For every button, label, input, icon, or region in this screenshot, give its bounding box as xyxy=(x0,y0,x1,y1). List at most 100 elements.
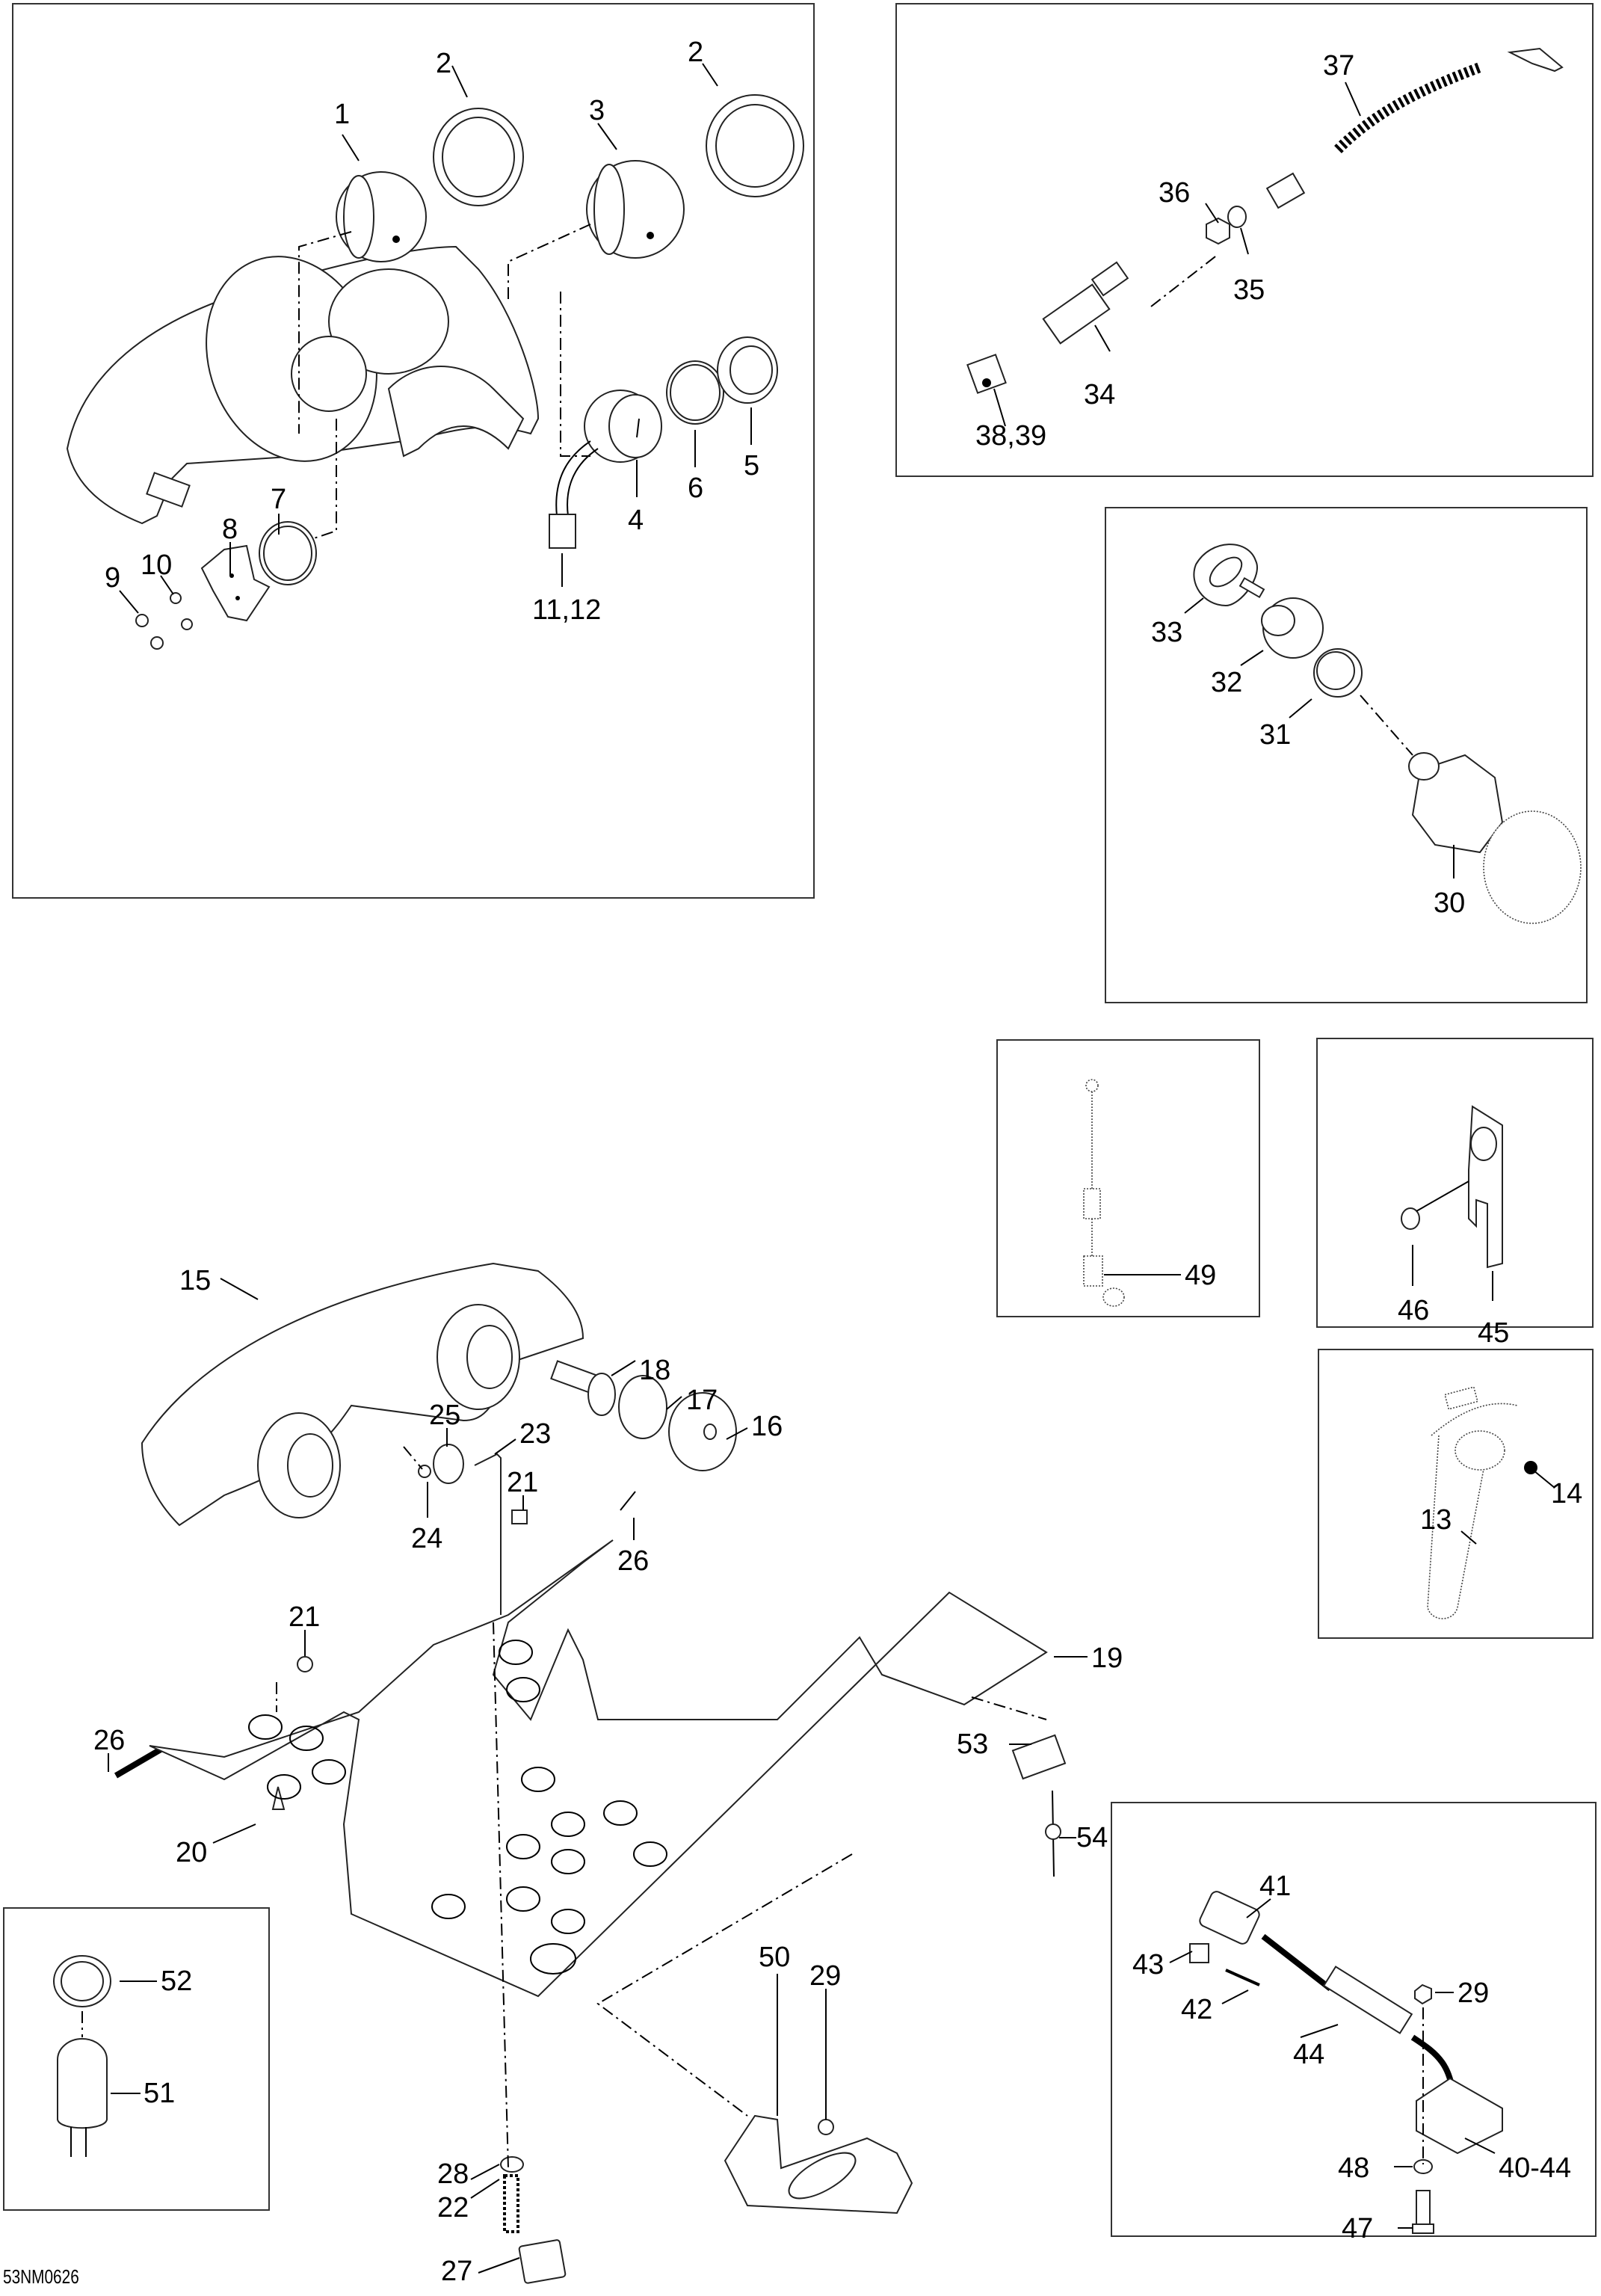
callout-2b: 2 xyxy=(688,37,703,68)
callout-16: 16 xyxy=(751,1411,783,1442)
bolt-21a xyxy=(511,1509,528,1524)
fuel-sender-13 xyxy=(1427,1386,1518,1619)
callout-36: 36 xyxy=(1159,177,1190,209)
callout-27: 27 xyxy=(441,2256,472,2287)
callout-2a: 2 xyxy=(436,48,451,79)
panel-accessory-socket xyxy=(3,1907,270,2211)
panel-sensor-rod xyxy=(996,1039,1260,1317)
callout-35: 35 xyxy=(1233,274,1265,306)
callout-14: 14 xyxy=(1551,1478,1582,1509)
panel-regulator-harness xyxy=(1111,1802,1597,2237)
callout-54: 54 xyxy=(1076,1822,1108,1853)
harness-44 xyxy=(1261,1933,1457,2109)
callout-18: 18 xyxy=(639,1355,670,1386)
callout-20: 20 xyxy=(176,1837,207,1868)
callout-48: 48 xyxy=(1338,2152,1369,2184)
socket-cap-52 xyxy=(53,1955,111,2007)
callout-21a: 21 xyxy=(507,1467,538,1498)
spring-22 xyxy=(503,2174,519,2233)
callout-15: 15 xyxy=(179,1265,211,1296)
screw-47 xyxy=(1412,2190,1434,2234)
callout-26a: 26 xyxy=(617,1545,649,1577)
ignition-switch-30 xyxy=(1408,752,1582,924)
gauge-1 xyxy=(336,171,427,262)
callout-45: 45 xyxy=(1478,1317,1509,1349)
callout-22: 22 xyxy=(437,2192,469,2223)
clip-nut-53 xyxy=(1011,1734,1067,1780)
grommet-35 xyxy=(1227,206,1247,228)
fuel-gauge-4 xyxy=(549,390,662,549)
callout-29b: 29 xyxy=(1457,1978,1489,2009)
grommet-25 xyxy=(433,1444,464,1484)
callout-23: 23 xyxy=(519,1418,551,1450)
retainer-17 xyxy=(618,1375,667,1439)
bolt-26a xyxy=(620,1491,636,1511)
callout-5: 5 xyxy=(744,450,759,481)
o-ring-7 xyxy=(259,521,317,585)
callout-28: 28 xyxy=(437,2158,469,2190)
callout-31: 31 xyxy=(1259,719,1291,751)
tether-cord-37 xyxy=(1265,47,1564,209)
callout-30: 30 xyxy=(1434,887,1465,919)
callout-11-12: 11,12 xyxy=(532,594,601,626)
bezel-5 xyxy=(717,336,778,404)
callout-44: 44 xyxy=(1293,2039,1324,2070)
washer-28 xyxy=(500,2156,524,2173)
ring-31 xyxy=(1313,648,1363,698)
callout-24: 24 xyxy=(411,1523,442,1554)
nut-36 xyxy=(1206,217,1230,245)
gauge-3 xyxy=(586,160,685,259)
bulb-18 xyxy=(550,1360,616,1416)
terminal-lock-43 xyxy=(1189,1943,1209,1963)
callout-4: 4 xyxy=(628,505,644,536)
callout-53: 53 xyxy=(957,1729,988,1760)
nuts-9 xyxy=(135,614,164,650)
nut-29a xyxy=(818,2119,834,2135)
knob-27 xyxy=(518,2239,567,2284)
callout-52: 52 xyxy=(161,1966,192,1997)
callout-34: 34 xyxy=(1084,379,1115,410)
callout-41: 41 xyxy=(1259,1871,1291,1902)
callout-33: 33 xyxy=(1151,617,1182,648)
socket-51 xyxy=(57,2038,108,2157)
callout-9: 9 xyxy=(105,562,120,594)
callout-13: 13 xyxy=(1420,1504,1452,1536)
callout-10: 10 xyxy=(141,550,172,581)
panel-clip xyxy=(1316,1038,1594,1328)
bolt-26b xyxy=(114,1746,163,1779)
washers-10 xyxy=(170,592,193,630)
bezel-ring-2b xyxy=(706,94,804,197)
callout-8: 8 xyxy=(222,514,238,545)
callout-19: 19 xyxy=(1091,1643,1123,1674)
connector-41 xyxy=(1199,1891,1260,1945)
callout-3: 3 xyxy=(589,95,605,126)
key-33 xyxy=(1193,544,1265,607)
callout-37: 37 xyxy=(1323,50,1354,81)
panel-fuel-sender xyxy=(1318,1349,1594,1639)
panel-gauge-cluster xyxy=(12,3,815,899)
callout-47: 47 xyxy=(1342,2213,1373,2244)
callout-29a: 29 xyxy=(809,1960,841,1992)
gauge-housing xyxy=(66,245,540,525)
bracket-50 xyxy=(724,2114,913,2215)
bolt-21b xyxy=(297,1656,313,1672)
panel-ignition-switch xyxy=(1105,507,1588,1003)
callout-7: 7 xyxy=(271,484,286,515)
terminal-42 xyxy=(1225,1969,1260,1986)
seal-ring-6 xyxy=(666,360,724,425)
mounting-plate-19 xyxy=(149,1539,1048,1998)
callout-46: 46 xyxy=(1398,1295,1429,1326)
sensor-rod-49 xyxy=(1083,1079,1125,1307)
adjust-rod-23 xyxy=(474,1453,502,1615)
callout-49: 49 xyxy=(1185,1260,1216,1291)
callout-42: 42 xyxy=(1181,1994,1212,2025)
callout-6: 6 xyxy=(688,473,703,504)
callout-38-39: 38,39 xyxy=(975,420,1046,452)
clip-45 xyxy=(1468,1105,1503,1269)
rivet-54 xyxy=(1045,1790,1061,1877)
headlight-15 xyxy=(141,1262,584,1527)
callout-1: 1 xyxy=(334,99,350,130)
washer-48 xyxy=(1413,2159,1433,2174)
callout-21b: 21 xyxy=(289,1601,320,1633)
